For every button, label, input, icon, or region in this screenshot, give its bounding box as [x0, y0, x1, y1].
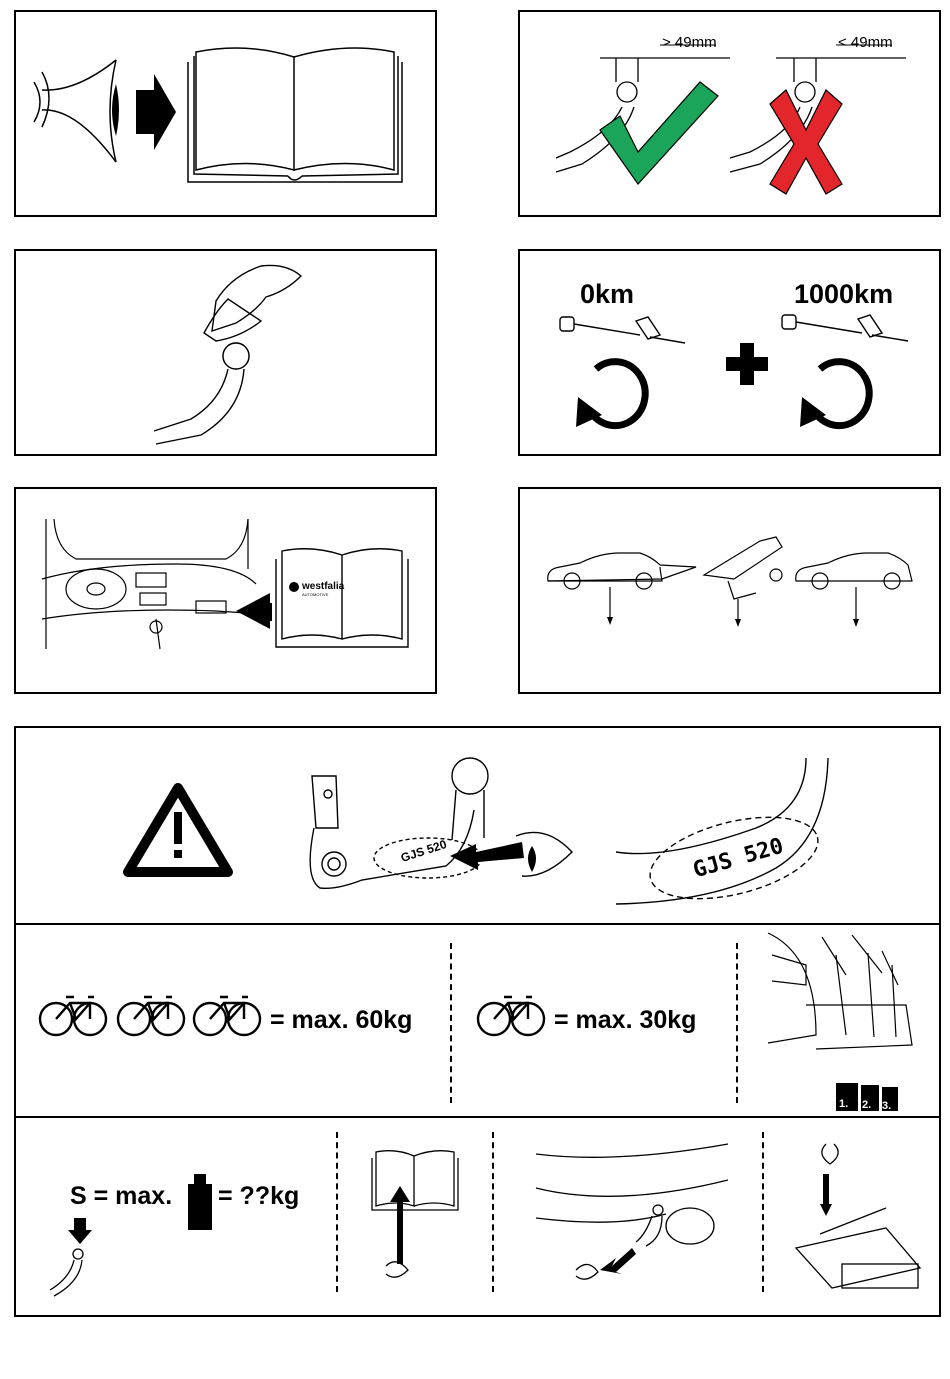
checkmark-icon: [600, 82, 718, 184]
clean-towball-illustration: [16, 251, 437, 456]
load-illustration: [16, 1118, 941, 1317]
arrow-up-right-icon: [600, 1248, 636, 1274]
clearance-ok-label: > 49mm: [662, 34, 717, 51]
clearance-bad-label: < 49mm: [838, 34, 893, 51]
s-max-text: S = max.: [70, 1182, 172, 1211]
bikes-illustration: [16, 925, 941, 1120]
clearance-panel: > 49mm < 49mm: [518, 10, 941, 217]
brand-sub: AUTOMOTIVE: [302, 592, 328, 597]
dashboard-illustration: [16, 489, 437, 694]
kg-text: = ??kg: [218, 1182, 299, 1211]
vehicles-illustration: [520, 489, 941, 694]
torque-second-label: 1000km: [794, 279, 893, 310]
vehicle-panel: [518, 487, 941, 694]
towball-icon: [223, 343, 249, 369]
marking-illustration: [16, 728, 941, 923]
bike-icon-1: [40, 997, 106, 1035]
cross-icon: [770, 90, 842, 194]
one-bike-limit: = max. 30kg: [554, 1006, 696, 1035]
bike-rack-car-illustration: [768, 933, 912, 1049]
brand-logo-icon: [289, 582, 299, 592]
order-label-2: 2.: [862, 1099, 871, 1111]
torque-first-label: 0km: [580, 279, 634, 310]
three-bikes-limit: = max. 60kg: [270, 1006, 412, 1035]
eye-to-book-illustration: [16, 12, 437, 217]
bike-icon-3: [194, 997, 260, 1035]
weight-icon-s: [188, 1174, 212, 1230]
eye-icon-2: [528, 846, 536, 872]
torque-panel: 0km 1000km: [518, 249, 941, 456]
arrow-right-icon: [136, 74, 176, 150]
clean-ball-panel: [14, 249, 437, 456]
arrow-left-icon-2: [450, 842, 524, 870]
read-manual-panel: [14, 10, 437, 217]
bike-icon-single: [478, 997, 544, 1035]
eye-pupil-icon: [112, 84, 119, 136]
keep-manual-panel: westfalia AUTOMOTIVE: [14, 487, 437, 694]
order-label-3: 3.: [882, 1100, 891, 1112]
plus-icon: [726, 343, 768, 385]
bike-icon-2: [118, 997, 184, 1035]
arrow-up-icon: [390, 1186, 410, 1202]
warning-exclamation-icon: [174, 812, 182, 844]
arrow-down-icon: [68, 1230, 92, 1244]
lower-panel: GJS 520 GJS 520: [14, 726, 941, 1317]
brand-name: westfalia: [302, 581, 344, 592]
order-label-1: 1.: [839, 1098, 848, 1110]
